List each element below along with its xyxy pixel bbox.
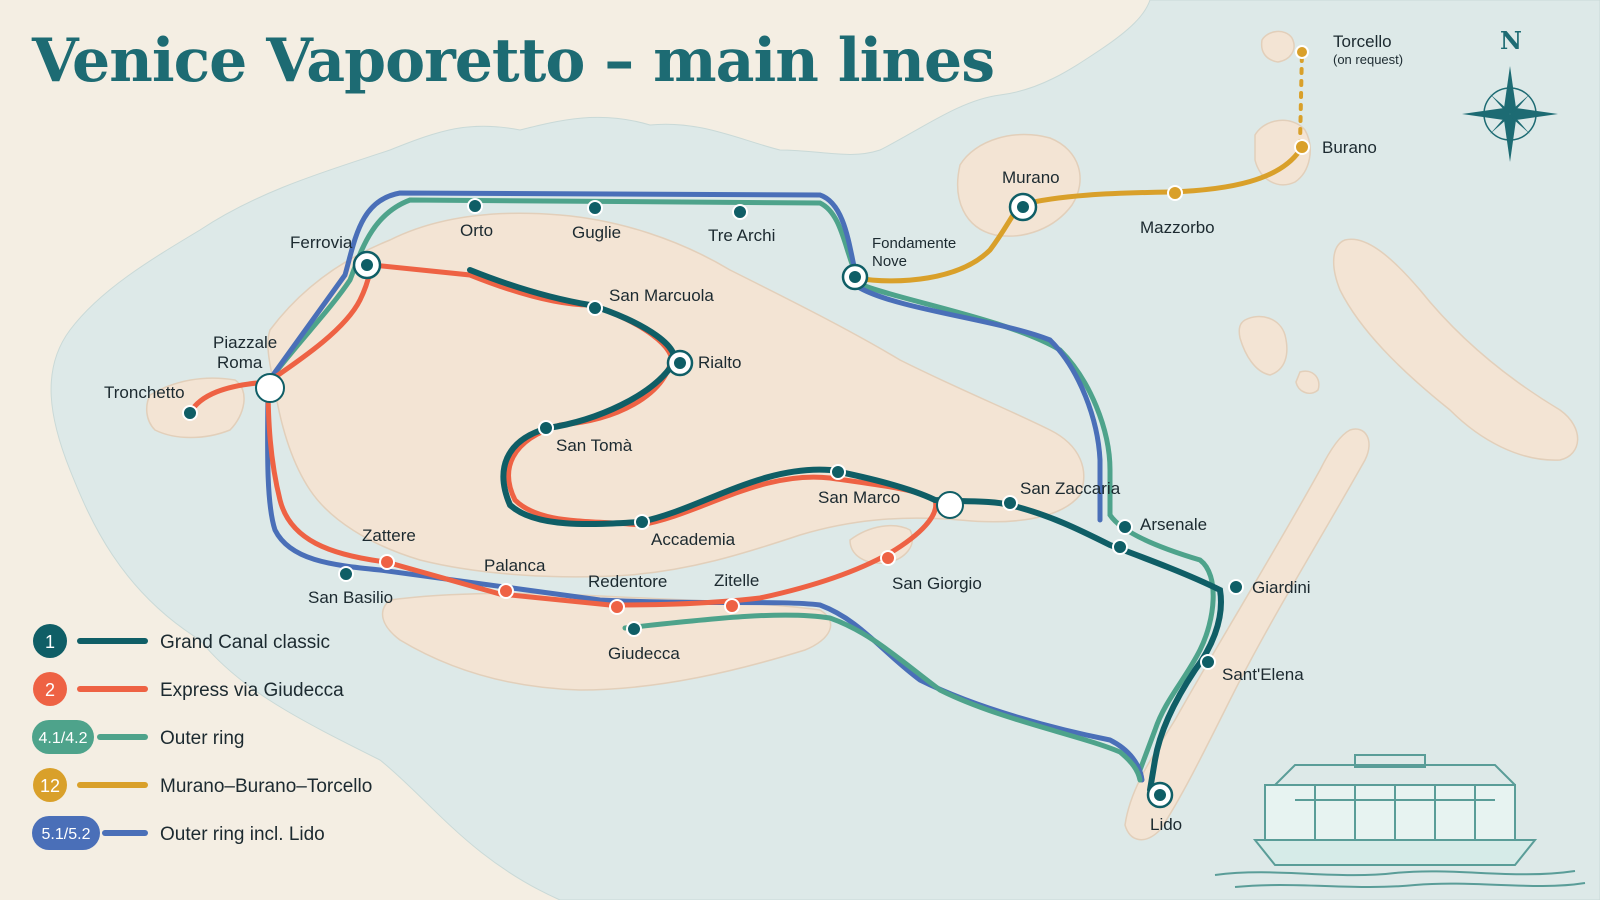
legend-label-line-2: Express via Giudecca	[160, 680, 344, 701]
label-zattere: Zattere	[362, 526, 416, 545]
stop-burano[interactable]	[1294, 139, 1310, 155]
stop-san-basilio[interactable]	[338, 566, 354, 582]
label-mazzorbo: Mazzorbo	[1140, 218, 1215, 237]
stop-san-marco-interchange[interactable]	[936, 491, 964, 519]
label-zitelle: Zitelle	[714, 571, 759, 590]
route-line-51-52-north	[265, 190, 1103, 523]
legend-badge-line-2: 2	[45, 680, 55, 700]
stop-san-marcuola[interactable]	[587, 300, 603, 316]
legend-item-line-41-42[interactable]: 4.1/4.2 Outer ring	[32, 720, 244, 754]
stop-giudecca[interactable]	[626, 621, 642, 637]
label-rialto: Rialto	[698, 353, 741, 372]
stop-accademia[interactable]	[634, 514, 650, 530]
stop-mazzorbo[interactable]	[1167, 185, 1183, 201]
compass-north-label: N	[1500, 26, 1522, 55]
label-redentore: Redentore	[588, 572, 667, 591]
legend-badge-line-51-52: 5.1/5.2	[42, 826, 91, 843]
label-torcello-note: (on request)	[1333, 52, 1403, 67]
legend-label-line-12: Murano–Burano–Torcello	[160, 776, 372, 797]
stop-ferrovia[interactable]	[352, 250, 382, 280]
label-sant-elena: Sant'Elena	[1222, 665, 1304, 684]
legend-label-line-41-42: Outer ring	[160, 728, 244, 749]
legend-label-line-1: Grand Canal classic	[160, 632, 330, 653]
legend-item-line-2[interactable]: 2 Express via Giudecca	[33, 672, 344, 706]
label-murano: Murano	[1002, 168, 1060, 187]
small-island-2	[1295, 370, 1320, 394]
label-piazzale-roma-line1: Piazzale	[213, 333, 277, 352]
label-tronchetto: Tronchetto	[104, 383, 185, 402]
label-san-marcuola: San Marcuola	[609, 286, 714, 305]
stop-san-giorgio[interactable]	[880, 550, 896, 566]
label-guglie: Guglie	[572, 223, 621, 242]
san-giorgio-island	[849, 524, 914, 564]
label-tre-archi: Tre Archi	[708, 226, 775, 245]
label-san-basilio: San Basilio	[308, 588, 393, 607]
stop-murano[interactable]	[1008, 192, 1038, 222]
label-san-toma: San Tomà	[556, 436, 633, 455]
label-palanca: Palanca	[484, 556, 546, 575]
label-san-giorgio: San Giorgio	[892, 574, 982, 593]
legend-badge-line-1: 1	[45, 632, 55, 652]
stop-tre-archi[interactable]	[732, 204, 748, 220]
label-ferrovia: Ferrovia	[290, 233, 353, 252]
stop-zitelle[interactable]	[724, 598, 740, 614]
stop-redentore[interactable]	[609, 599, 625, 615]
route-line-41-42	[265, 197, 1216, 773]
label-orto: Orto	[460, 221, 493, 240]
stop-san-marco[interactable]	[830, 464, 846, 480]
stop-fondamente-nove[interactable]	[841, 263, 869, 291]
stop-zattere[interactable]	[379, 554, 395, 570]
lido-island	[1124, 428, 1370, 841]
legend-badge-line-12: 12	[40, 776, 60, 796]
stop-tronchetto[interactable]	[182, 405, 198, 421]
stop-torcello[interactable]	[1295, 45, 1309, 59]
label-giudecca: Giudecca	[608, 644, 680, 663]
label-arsenale: Arsenale	[1140, 515, 1207, 534]
route-line-41-42-south	[622, 612, 1143, 783]
label-san-marco: San Marco	[818, 488, 900, 507]
stop-san-zaccaria[interactable]	[1002, 495, 1018, 511]
label-fondamente-nove-line2: Nove	[872, 253, 907, 270]
stop-giardini[interactable]	[1228, 579, 1244, 595]
legend-item-line-1[interactable]: 1 Grand Canal classic	[33, 624, 330, 658]
stop-sant-elena[interactable]	[1200, 654, 1216, 670]
vaporetto-boat-icon	[1214, 754, 1586, 888]
legend-item-line-51-52[interactable]: 5.1/5.2 Outer ring incl. Lido	[32, 816, 325, 850]
stop-san-toma[interactable]	[538, 420, 554, 436]
label-fondamente-nove-line1: Fondamente	[872, 235, 956, 252]
label-burano: Burano	[1322, 138, 1377, 157]
stop-arsenale[interactable]	[1117, 519, 1133, 535]
stop-palanca[interactable]	[498, 583, 514, 599]
label-lido: Lido	[1150, 815, 1182, 834]
legend: 1 Grand Canal classic 2 Express via Giud…	[32, 624, 372, 850]
stop-orto[interactable]	[467, 198, 483, 214]
small-island-1	[1238, 315, 1288, 376]
stop-lido[interactable]	[1146, 781, 1174, 809]
label-san-zaccaria: San Zaccaria	[1020, 479, 1121, 498]
label-torcello: Torcello	[1333, 32, 1392, 51]
stop-guglie[interactable]	[587, 200, 603, 216]
label-giardini: Giardini	[1252, 578, 1311, 597]
northeast-island	[1333, 238, 1579, 461]
label-piazzale-roma-line2: Roma	[217, 353, 263, 372]
legend-item-line-12[interactable]: 12 Murano–Burano–Torcello	[33, 768, 372, 802]
torcello-island	[1260, 30, 1295, 63]
stop-arsenale-2[interactable]	[1112, 539, 1128, 555]
label-accademia: Accademia	[651, 530, 736, 549]
legend-label-line-51-52: Outer ring incl. Lido	[160, 824, 325, 845]
murano-island	[956, 133, 1081, 237]
burano-island	[1254, 119, 1311, 186]
compass-rose-icon	[1462, 66, 1558, 162]
legend-badge-line-41-42: 4.1/4.2	[39, 730, 88, 747]
route-line-51-52	[265, 379, 1145, 783]
page-title: Venice Vaporetto – main lines	[31, 26, 994, 96]
stop-rialto[interactable]	[666, 349, 694, 377]
route-line-12-torcello	[1298, 48, 1304, 147]
stop-piazzale-roma[interactable]	[255, 373, 285, 403]
